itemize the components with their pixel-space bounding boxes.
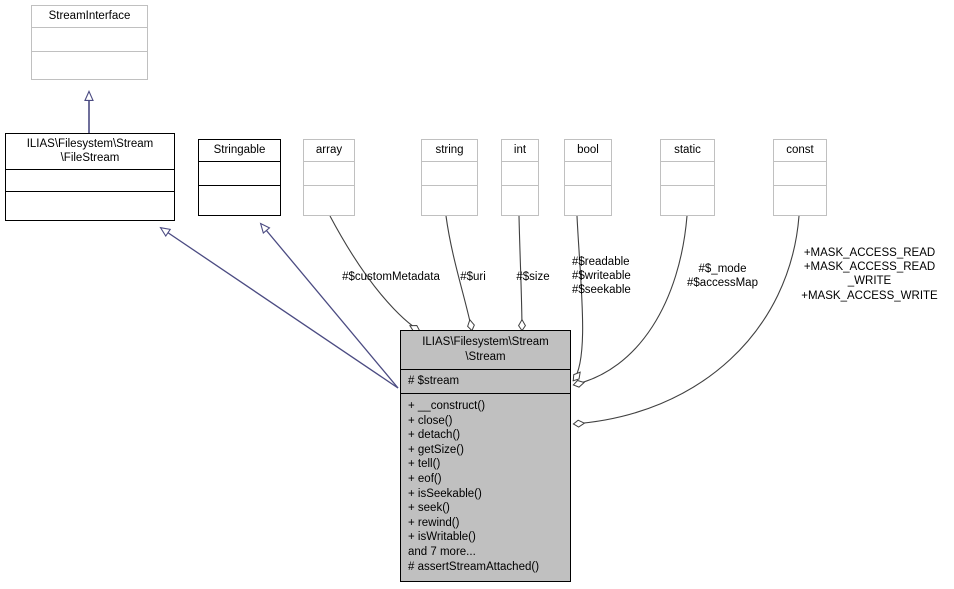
edge-stream-to-stringable [259,222,399,389]
class-name-stringable: Stringable [213,144,266,156]
class-box-bool[interactable]: bool [564,139,612,216]
edge-label-mask-group: +MASK_ACCESS_READ +MASK_ACCESS_READ _WRI… [801,247,938,302]
class-attributes-stream-interface [32,27,147,51]
class-box-static[interactable]: static [660,139,715,216]
class-operations-file-stream [6,191,174,220]
class-name-string: string [435,144,464,156]
class-attributes-stringable [199,161,280,185]
class-operations-stream-interface [32,51,147,79]
class-box-string[interactable]: string [421,139,478,216]
class-attributes-static [661,161,714,185]
class-attributes-file-stream [6,169,174,191]
class-name-bool: bool [577,144,599,156]
class-name-static: static [674,144,701,156]
class-name-stream-interface: StreamInterface [48,10,131,22]
class-attributes-const [774,161,826,185]
class-name-file-stream: ILIAS\Filesystem\Stream \FileStream [26,138,154,164]
edge-const-to-stream [572,215,800,428]
edge-label-readable-group: #$readable #$writeable #$seekable [572,256,631,297]
class-operations-string [422,185,477,215]
edge-stream-to-filestream [159,226,399,389]
class-operations-stream: + __construct() + close() + detach() + g… [401,393,570,581]
class-box-stringable[interactable]: Stringable [198,139,281,216]
edge-label-mode-group: #$_mode #$accessMap [687,263,758,290]
class-box-stream[interactable]: ILIAS\Filesystem\Stream \Stream # $strea… [400,330,571,582]
class-box-file-stream[interactable]: ILIAS\Filesystem\Stream \FileStream [5,133,175,221]
class-operations-stringable [199,185,280,215]
class-box-stream-interface[interactable]: StreamInterface [31,5,148,80]
class-name-const: const [786,144,814,156]
edge-bool-to-stream [572,215,584,382]
class-attributes-stream: # $stream [401,369,570,393]
class-name-int: int [513,144,527,156]
class-operations-array [304,185,354,215]
class-name-array: array [315,144,343,156]
class-attributes-bool [565,161,611,185]
edge-static-to-stream [572,215,688,388]
class-operations-bool [565,185,611,215]
edge-label-uri: #$uri [460,271,486,283]
class-box-const[interactable]: const [773,139,827,216]
class-name-stream: ILIAS\Filesystem\Stream \Stream [422,336,549,363]
class-box-int[interactable]: int [501,139,539,216]
class-attributes-int [502,161,538,185]
class-operations-static [661,185,714,215]
class-attributes-array [304,161,354,185]
class-operations-int [502,185,538,215]
class-operations-const [774,185,826,215]
edge-label-custom-metadata: #$customMetadata [342,271,440,283]
class-attributes-string [422,161,477,185]
class-box-array[interactable]: array [303,139,355,216]
edge-label-size: #$size [516,271,550,283]
